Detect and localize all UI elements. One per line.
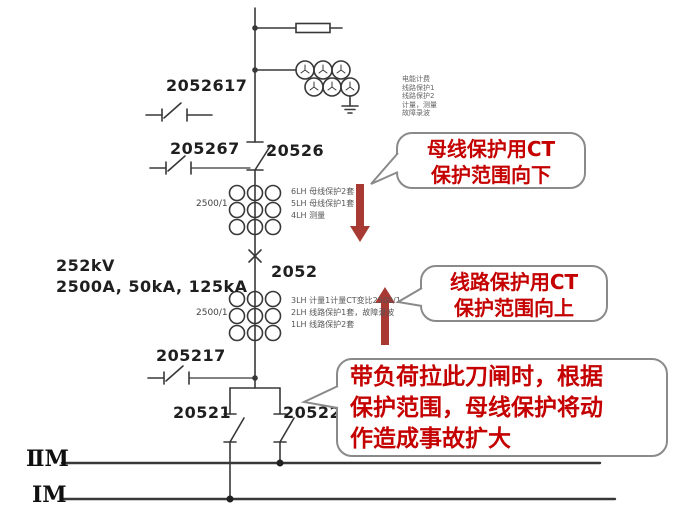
callout-text-line: 带负荷拉此刀闸时，根据 [350, 364, 603, 390]
pt-note-line: 电能计费 [402, 75, 430, 83]
junction-dot [252, 25, 258, 31]
callout-text-line: 作造成事故扩大 [350, 426, 511, 452]
pt-note-line: 线路保护2 [402, 92, 435, 100]
label-205217: 205217 [156, 346, 226, 365]
pt-note-line: 故障录波 [402, 109, 430, 117]
pt-winding-symbols [252, 60, 360, 97]
callout-text-line: 线路保护用CT [449, 270, 579, 294]
callout-text-line: 保护范围向上 [454, 296, 574, 320]
label-20522: 20522 [283, 403, 342, 422]
voltage-label: 252kV [56, 256, 115, 275]
junction-dot-bus1 [226, 495, 234, 503]
fuse-symbol [252, 22, 343, 34]
callout-text-line: 保护范围向下 [431, 163, 551, 187]
junction-dot-bus2 [276, 459, 284, 467]
ct2-note-line: 1LH 线路保护2套 [291, 320, 355, 329]
earth-switch-2052617-icon [145, 102, 213, 122]
disconnector-20526-icon [246, 141, 272, 171]
bus2-label: ⅡM [26, 446, 69, 472]
callout-line-ct: 线路保护用CT 保护范围向上 [420, 265, 608, 322]
earth-switch-205267-icon [149, 155, 251, 175]
label-20526: 20526 [266, 141, 325, 160]
ct1-note-line: 6LH 母线保护2套 [291, 187, 355, 196]
ct-group-1-icon [228, 184, 282, 236]
feeder-split-line [229, 387, 281, 415]
earth-switch-205217-icon [147, 365, 258, 385]
pt-note-line: 线路保护1 [402, 83, 435, 92]
callout-text-line: 母线保护用CT [426, 137, 556, 161]
ground-icon [341, 95, 359, 114]
ct2-note-line: 3LH 计量1计量CT变比2500/1 [291, 296, 401, 305]
line-ct-range-up-arrow-icon [375, 287, 395, 345]
callout-text-line: 保护范围，母线保护将动 [350, 395, 603, 421]
label-2052: 2052 [271, 262, 318, 281]
pt-note-line: 计量，测量 [402, 100, 437, 109]
bus-ct-range-down-arrow-icon [350, 184, 370, 242]
bus1-label: ⅠM [32, 482, 67, 508]
label-2052617: 2052617 [166, 76, 248, 95]
label-205267: 205267 [170, 139, 240, 158]
callout-warning: 带负荷拉此刀闸时，根据 保护范围，母线保护将动 作造成事故扩大 [336, 358, 668, 457]
breaker-2052-icon [248, 249, 262, 263]
ct2-note-line: 2LH 线路保护1套，故障录波 [291, 308, 395, 317]
disconnector-20521-icon [223, 413, 245, 500]
rating-label: 2500A, 50kA, 125kA [56, 277, 248, 296]
ct1-note-line: 4LH 测量 [291, 211, 326, 220]
pt-secondary-notes: 电能计费 线路保护1 线路保护2 计量，测量 故障录波 [402, 75, 437, 118]
ct1-ratio-label: 2500/1 [196, 199, 228, 209]
label-20521: 20521 [173, 403, 232, 422]
ct2-ratio-label: 2500/1 [196, 308, 228, 318]
ct1-note-line: 5LH 母线保护1套 [291, 199, 355, 208]
ct-group-2-icon [228, 290, 282, 342]
callout-bus-ct: 母线保护用CT 保护范围向下 [396, 132, 586, 189]
